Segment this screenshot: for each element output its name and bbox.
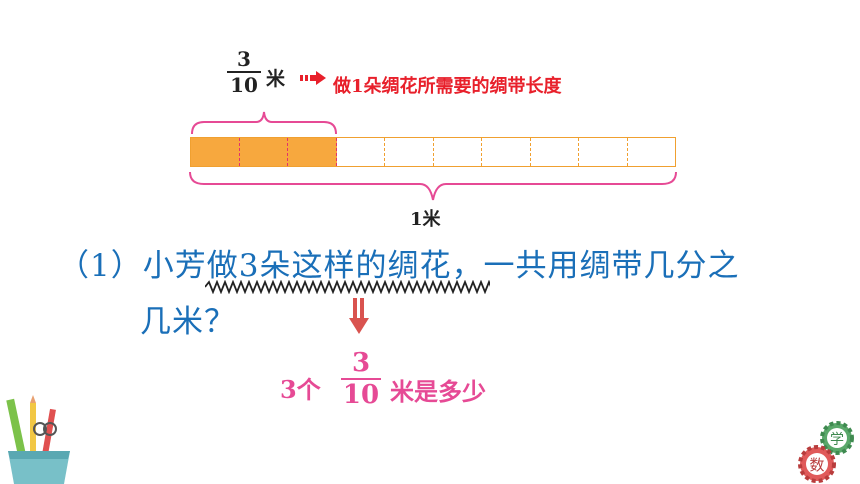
ribbon-strip: [190, 137, 676, 167]
strip-segment: [482, 138, 531, 166]
bottom-fraction: 3 10: [341, 350, 381, 408]
strip-segment: [628, 138, 676, 166]
gears-icon: 学 数: [798, 421, 854, 483]
top-unit: 米: [266, 68, 286, 90]
bottom-suffix: 米是多少: [390, 377, 486, 406]
bottom-fraction-bar: [341, 378, 381, 380]
bottom-prefix: 3个: [280, 375, 321, 404]
strip-segment: [434, 138, 482, 166]
strip-segment: [337, 138, 385, 166]
right-arrow-icon: [300, 71, 326, 85]
wavy-underline: [205, 280, 490, 294]
pencil-cup-icon: [6, 395, 70, 484]
strip-segment-filled: [288, 138, 337, 166]
top-fraction-bar: [227, 71, 261, 73]
bottom-fraction-numerator: 3: [351, 348, 371, 378]
strip-segment: [385, 138, 434, 166]
gear-top-char: 学: [830, 432, 844, 448]
top-fraction: 3 10: [227, 49, 261, 95]
bottom-fraction-denominator: 10: [342, 380, 380, 410]
strip-segment: [531, 138, 579, 166]
strip-segment-filled: [239, 138, 288, 166]
gear-bottom-char: 数: [809, 456, 824, 474]
down-arrow-icon: [349, 298, 369, 334]
bottom-brace: [189, 171, 677, 201]
top-fraction-numerator: 3: [237, 47, 251, 71]
top-description: 做1朵绸花所需要的绸带长度: [333, 76, 562, 97]
top-fraction-denominator: 10: [230, 73, 258, 97]
strip-segment-filled: [191, 138, 240, 166]
question-line-1: （1）小芳做3朵这样的绸花，一共用绸带几分之: [58, 248, 740, 284]
total-length-label: 1米: [410, 209, 441, 230]
strip-segment: [579, 138, 628, 166]
top-brace: [191, 111, 337, 135]
question-line-2: 几米？: [140, 304, 236, 340]
